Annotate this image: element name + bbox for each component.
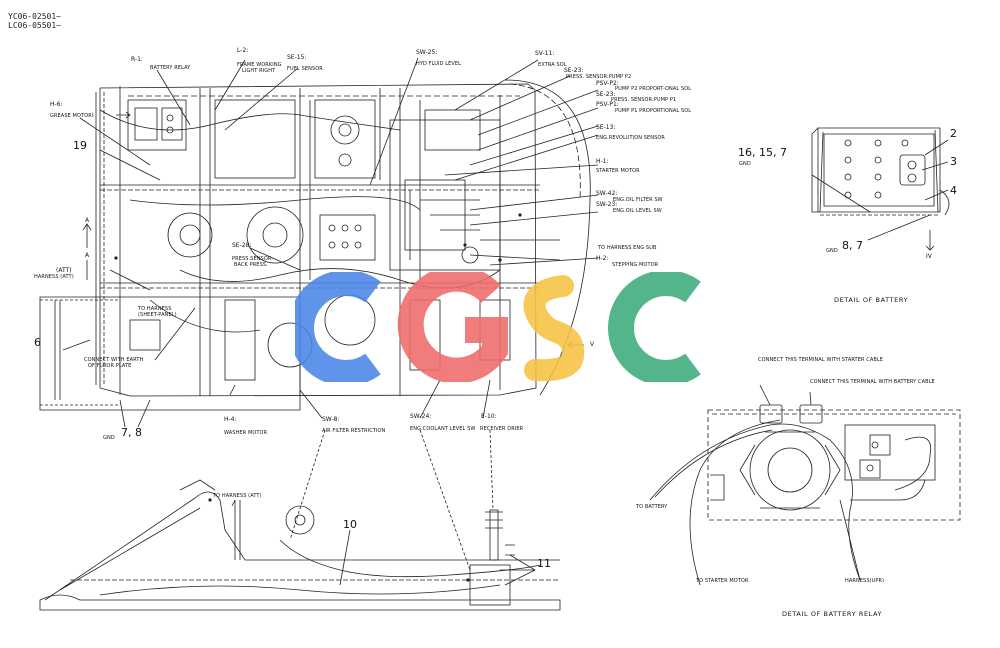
label-connect-earth-2: OF FLOOR PLATE <box>88 363 132 369</box>
view-iv-marker: IV <box>926 253 932 260</box>
label-washer-motor: WASHER MOTOR <box>224 430 268 436</box>
code-e10: E-10: <box>481 413 497 420</box>
label-eng-oil-level: ENG.OIL LEVEL SW <box>613 208 662 214</box>
code-psvp2: PSV-P2: <box>596 80 619 87</box>
serial-number-1: YC06-02501~ <box>8 12 61 21</box>
callout-8-7: 8, 7 <box>842 239 863 252</box>
code-h2: H-2: <box>596 255 609 262</box>
code-sw8: SW-8: <box>322 416 340 423</box>
code-sv11: SV-11: <box>535 50 555 57</box>
label-connect-starter: CONNECT THIS TERMINAL WITH STARTER CABLE <box>758 357 884 363</box>
label-receiver-drier: RECEIVER DRIER <box>480 426 524 432</box>
code-se23a: SE-23: <box>564 67 584 74</box>
label-connect-battery: CONNECT THIS TERMINAL WITH BATTERY CABLE <box>810 379 935 385</box>
label-air-filter: AIR FILTER RESTRICTION <box>322 428 386 434</box>
watermark-letter-c2 <box>608 272 701 382</box>
callout-3: 3 <box>950 155 957 168</box>
code-h4: H-4: <box>224 416 237 423</box>
label-to-harness-sheet-1: TO HARNESS <box>138 306 172 312</box>
label-frame-light-2: LIGHT RIGHT <box>242 68 276 74</box>
label-fuel-sensor: FUEL SENSOR <box>287 66 323 72</box>
code-psvp1: PSV-P1: <box>596 101 619 108</box>
label-frame-light-1: FRAME WORKING <box>237 62 282 68</box>
code-sw23: SW-23: <box>596 201 618 208</box>
code-h1: H-1: <box>596 158 609 165</box>
callout-10: 10 <box>343 518 357 531</box>
callout-11: 11 <box>537 557 551 570</box>
code-se28: SE-28: <box>232 242 252 249</box>
label-eng-oil-filter: ENG.OIL FILTER SW <box>613 197 663 203</box>
code-sw24: SW-24: <box>410 413 432 420</box>
label-gnd-battery-1: GND <box>739 161 751 167</box>
label-battery-relay: BATTERY RELAY <box>150 65 191 71</box>
code-l2: L-2: <box>237 47 249 54</box>
label-hyd-fluid: HYD FLUID LEVEL <box>416 61 462 67</box>
serial-number-2: LC06-05501~ <box>8 21 61 30</box>
title-detail-of-battery-relay: DETAIL OF BATTERY RELAY <box>782 610 883 618</box>
label-gnd-battery-2: GND <box>826 248 838 254</box>
label-gnd-left: GND <box>103 435 115 441</box>
label-press-sensor-p2: PRESS. SENSOR:PUMP P2 <box>566 74 632 80</box>
section-a-bottom: A <box>85 252 90 259</box>
code-se15: SE-15: <box>287 54 307 61</box>
code-r1: R-1: <box>131 56 143 63</box>
code-se23b: SE-23: <box>596 91 616 98</box>
label-to-battery: TO BATTERY <box>636 504 668 510</box>
label-to-starter-motor: TO STARTER MOTOR <box>696 578 749 584</box>
label-harness-upr: HARNESS(UPR) <box>845 578 885 584</box>
code-sw25: SW-25: <box>416 49 438 56</box>
view-i-marker: I <box>92 112 94 119</box>
section-a-top: A <box>85 217 90 224</box>
label-press-sensor-back-1: PRESS.SENSOR: <box>232 256 274 262</box>
callout-2: 2 <box>950 127 957 140</box>
watermark-letter-g <box>397 272 508 382</box>
callout-6: 6 <box>34 336 41 349</box>
watermark-logo <box>295 272 715 382</box>
code-sw42: SW-42: <box>596 190 618 197</box>
label-press-sensor-back-2: BACK PRESS. <box>234 262 268 268</box>
label-eng-rev-sensor: ENG.REVOLUTION SENSOR <box>596 135 666 141</box>
label-pump-p2-prop: PUMP P2 PROPORT-ONAL SOL <box>615 86 692 92</box>
label-pump-p1-prop: PUMP P1 PROPORTIONAL SOL <box>615 108 692 114</box>
label-eng-coolant: ENG.COOLANT LEVEL SW <box>410 426 476 432</box>
label-starter-motor: STARTER MOTOR <box>596 168 640 174</box>
label-to-harness-sheet-2: (SHEET-PANEL) <box>138 312 177 318</box>
callout-7-8: 7, 8 <box>121 426 142 439</box>
label-stepping-motor: STEPPING MOTOR <box>612 262 659 268</box>
view-v-marker: V <box>590 341 595 348</box>
title-detail-of-battery: DETAIL OF BATTERY <box>834 296 909 304</box>
code-h6: H-6: <box>50 101 63 108</box>
label-grease-motor: GREASE MOTOR <box>50 113 92 119</box>
callout-4: 4 <box>950 184 957 197</box>
callout-19: 19 <box>73 139 87 152</box>
watermark-letter-s <box>523 275 585 382</box>
label-to-harness-att-lower: TO HARNESS (ATT) <box>213 493 262 499</box>
label-extra-sol: EXTRA SOL <box>538 62 567 68</box>
label-harness-att: HARNESS (ATT) <box>34 274 74 280</box>
callout-16-15-7: 16, 15, 7 <box>738 146 787 159</box>
label-press-sensor-p1: PRESS. SENSOR:PUMP P1 <box>611 97 677 103</box>
code-se13: SE-13: <box>596 124 616 131</box>
watermark-letter-c1 <box>295 272 381 382</box>
label-harness-att-code: (ATT) <box>56 267 72 274</box>
label-to-harness-eng: TO HARNESS ENG SUB <box>598 245 657 251</box>
label-connect-earth-1: CONNECT WITH EARTH <box>84 357 144 363</box>
